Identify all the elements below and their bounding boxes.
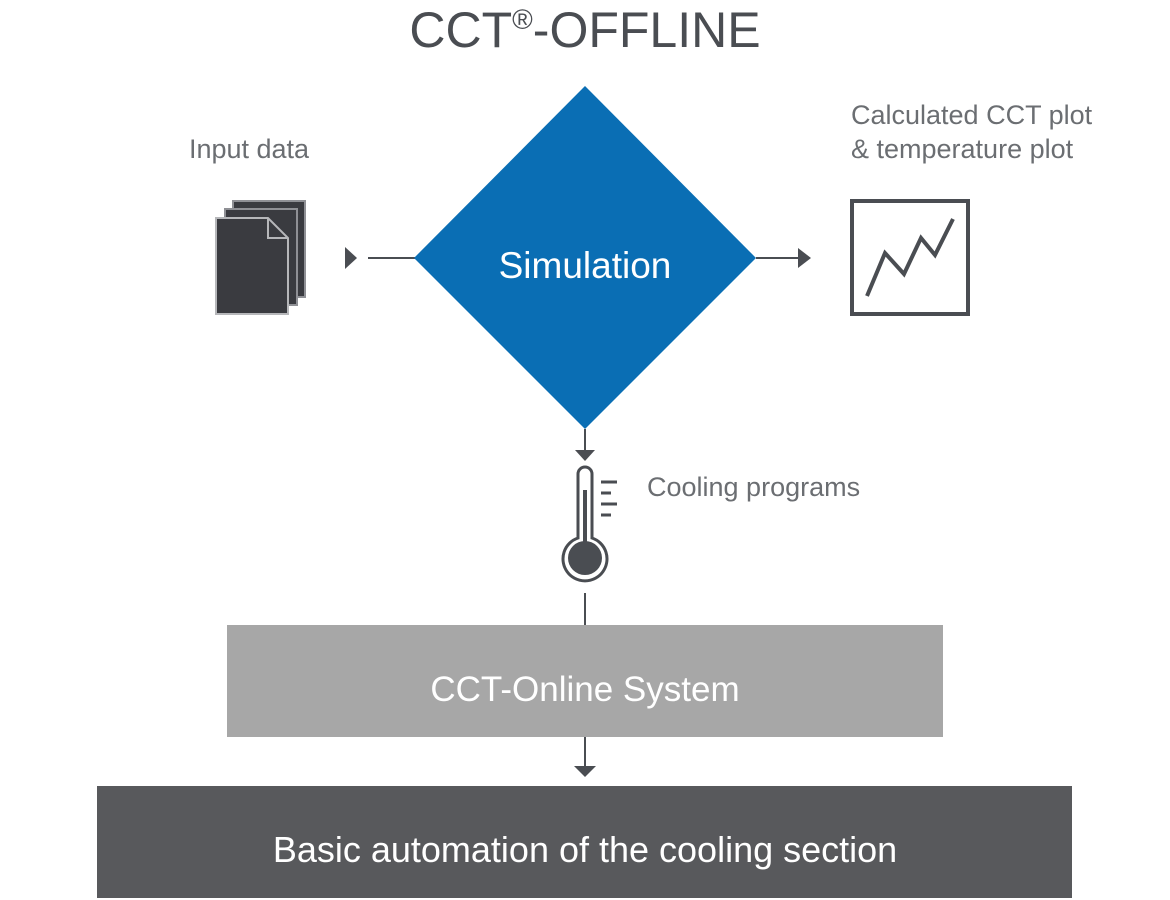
basic-automation-label: Basic automation of the cooling section xyxy=(273,829,897,870)
output-label-line1: Calculated CCT plot xyxy=(851,100,1093,130)
simulation-shape xyxy=(414,86,756,429)
basic-automation-box: Basic automation of the cooling section xyxy=(97,786,1072,898)
cct-online-system-box: CCT-Online System xyxy=(227,625,943,737)
simulation-down-arrow xyxy=(575,429,595,461)
simulation-label: Simulation xyxy=(499,245,672,286)
simulation-diamond: Simulation xyxy=(414,86,756,429)
input-data-label: Input data xyxy=(189,134,310,164)
cooling-programs-label: Cooling programs xyxy=(647,472,860,502)
input-arrow xyxy=(345,247,416,269)
line-chart-icon xyxy=(850,199,970,316)
cct-online-system-shape xyxy=(227,625,943,737)
output-arrow xyxy=(756,248,811,268)
title-main: CCT xyxy=(409,2,512,58)
basic-automation-shape xyxy=(97,786,1072,898)
online-down-arrow xyxy=(574,737,596,777)
documents-stack-icon xyxy=(215,200,306,315)
cct-online-system-label: CCT-Online System xyxy=(430,670,739,709)
output-label-line2: & temperature plot xyxy=(851,134,1074,164)
title-registered-mark: ® xyxy=(512,4,533,35)
thermometer-icon xyxy=(561,465,617,583)
diagram-title: CCT®-OFFLINE xyxy=(409,2,760,58)
title-suffix: -OFFLINE xyxy=(533,2,761,58)
